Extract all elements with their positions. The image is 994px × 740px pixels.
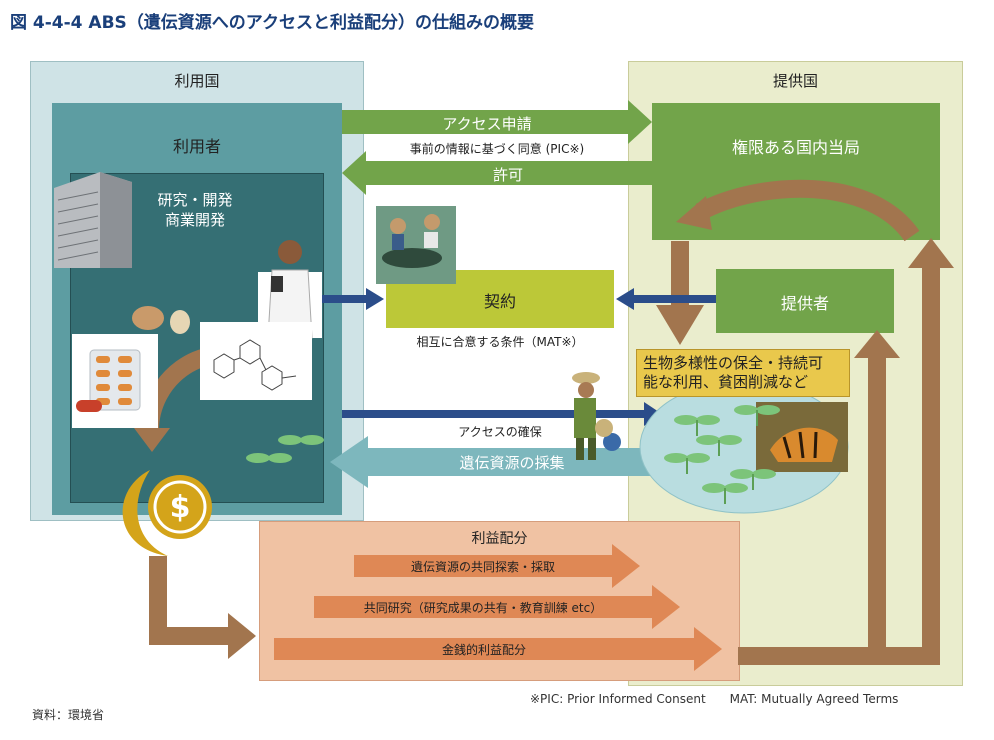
- user-label: 利用者: [172, 137, 221, 156]
- benefit-item-2: 共同研究（研究成果の共有・教育訓練 etc）: [363, 601, 603, 615]
- source-note: 資料：環境省: [32, 708, 105, 722]
- chemical-structure-image: [200, 322, 312, 400]
- pic-note: 事前の情報に基づく同意 (PIC※): [409, 142, 585, 156]
- building-icon: [54, 172, 132, 268]
- provider-contract-arrowhead: [616, 288, 634, 310]
- outcome-label: 生物多様性の保全・持続可 能な利用、貧困削減など: [636, 349, 850, 397]
- mat-note: 相互に合意する条件（MAT※）: [416, 335, 584, 349]
- benefit-item-1: 遺伝資源の共同探索・採取: [410, 560, 555, 574]
- rd-label: 研究・開発 商業開発: [157, 191, 233, 229]
- user-sprout-icons: [246, 435, 324, 463]
- seeds-icon: [132, 306, 190, 334]
- access-ensure-label: アクセスの確保: [458, 425, 542, 439]
- pills-icon: [72, 334, 158, 428]
- provider-country-label: 提供国: [772, 72, 818, 90]
- benefit-sharing-title: 利益配分: [471, 531, 528, 547]
- meeting-image: [376, 206, 456, 284]
- sprout-icons: [664, 405, 780, 493]
- authority-label: 権限ある国内当局: [731, 138, 860, 157]
- authority-cycle-arrow: [695, 179, 920, 242]
- contract-label: 契約: [483, 292, 516, 311]
- explorer-icon: [572, 372, 621, 460]
- coin-to-benefit-arrow: [149, 556, 230, 645]
- access-request-label: アクセス申請: [442, 115, 532, 133]
- authority-down-arrowhead: [656, 305, 704, 345]
- benefit-arrow-3-head: [694, 627, 722, 671]
- permit-arrowhead: [342, 151, 366, 195]
- benefit-arrow-2-head: [652, 585, 680, 629]
- benefit-outcome-arrow: [738, 356, 886, 665]
- benefit-arrow-1-head: [612, 544, 640, 588]
- figure-title: 図 4-4-4 ABS（遺伝資源へのアクセスと利益配分）の仕組みの概要: [10, 13, 534, 33]
- collection-arrowhead: [330, 436, 368, 488]
- footnote: ※PIC: Prior Informed Consent MAT: Mutual…: [530, 692, 899, 706]
- benefit-item-3: 金銭的利益配分: [441, 643, 526, 657]
- user-country-label: 利用国: [174, 72, 220, 90]
- provider-box: [716, 269, 894, 333]
- collection-label: 遺伝資源の採集: [459, 454, 565, 472]
- permit-label: 許可: [492, 166, 523, 184]
- provider-label: 提供者: [780, 294, 829, 313]
- dollar-coin-icon: $: [122, 470, 212, 556]
- user-contract-arrowhead: [366, 288, 384, 310]
- svg-text:$: $: [170, 490, 191, 525]
- authority-cycle-arrowhead: [676, 196, 712, 230]
- access-request-arrowhead: [628, 100, 652, 144]
